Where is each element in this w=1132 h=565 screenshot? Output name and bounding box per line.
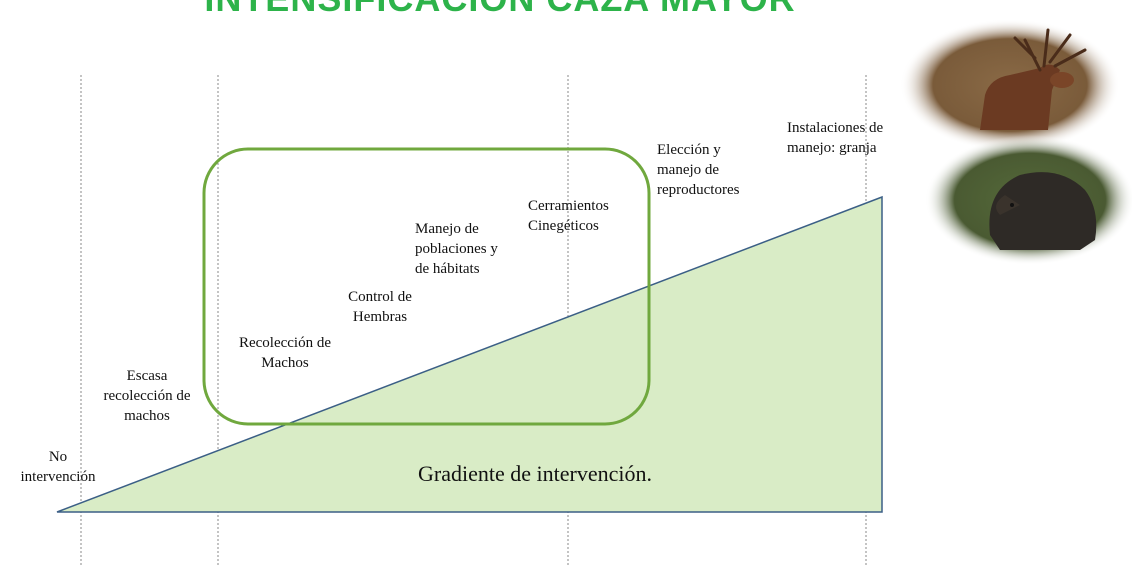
stage-label-recoleccion-machos: Recolección de Machos — [220, 333, 350, 373]
page-title: INTENSIFICACIÓN CAZA MAYOR — [200, 0, 800, 20]
stage-label-line: Recolección de — [238, 335, 332, 351]
stage-label-line: Machos — [261, 355, 309, 371]
gradient-label: Gradiente de intervención. — [418, 461, 652, 486]
stage-label-cerramientos: Cerramientos Cinegéticos — [528, 196, 638, 236]
stage-label-line: reproductores — [657, 182, 740, 198]
stage-label-line: Hembras — [352, 309, 408, 325]
stage-label-line: recolección de — [103, 388, 191, 404]
stage-label-line: manejo de — [657, 162, 720, 178]
red-deer-photo — [900, 19, 1120, 151]
stage-label-line: machos — [124, 408, 170, 424]
stage-label-line: manejo: granja — [787, 140, 877, 156]
stage-label-no-intervencion: No intervención — [8, 447, 108, 487]
stage-label-line: de hábitats — [415, 261, 480, 277]
wild-boar-photo — [925, 135, 1132, 265]
stage-label-line: Cerramientos — [528, 198, 609, 214]
stage-label-line: poblaciones y — [415, 241, 498, 257]
stage-label-line: Elección y — [657, 142, 721, 158]
stage-label-line: intervención — [20, 469, 96, 485]
stage-label-line: Manejo de — [415, 221, 479, 237]
stage-label-line: Escasa — [126, 368, 168, 384]
highlight-rounded-box — [202, 147, 651, 426]
gradient-triangle — [56, 195, 883, 513]
stage-label-control-hembras: Control de Hembras — [330, 287, 430, 327]
stage-label-line: Control de — [348, 289, 412, 305]
stage-label-escasa-recoleccion: Escasa recolección de machos — [82, 366, 212, 426]
stage-label-line: Cinegéticos — [528, 218, 599, 234]
stage-label-line: Instalaciones de — [787, 120, 884, 136]
stage-label-eleccion-reproductores: Elección y manejo de reproductores — [657, 140, 767, 200]
stage-label-line: No — [48, 449, 68, 465]
stage-label-instalaciones: Instalaciones de manejo: granja — [787, 118, 907, 158]
stage-label-manejo-poblaciones: Manejo de poblaciones y de hábitats — [415, 219, 525, 279]
